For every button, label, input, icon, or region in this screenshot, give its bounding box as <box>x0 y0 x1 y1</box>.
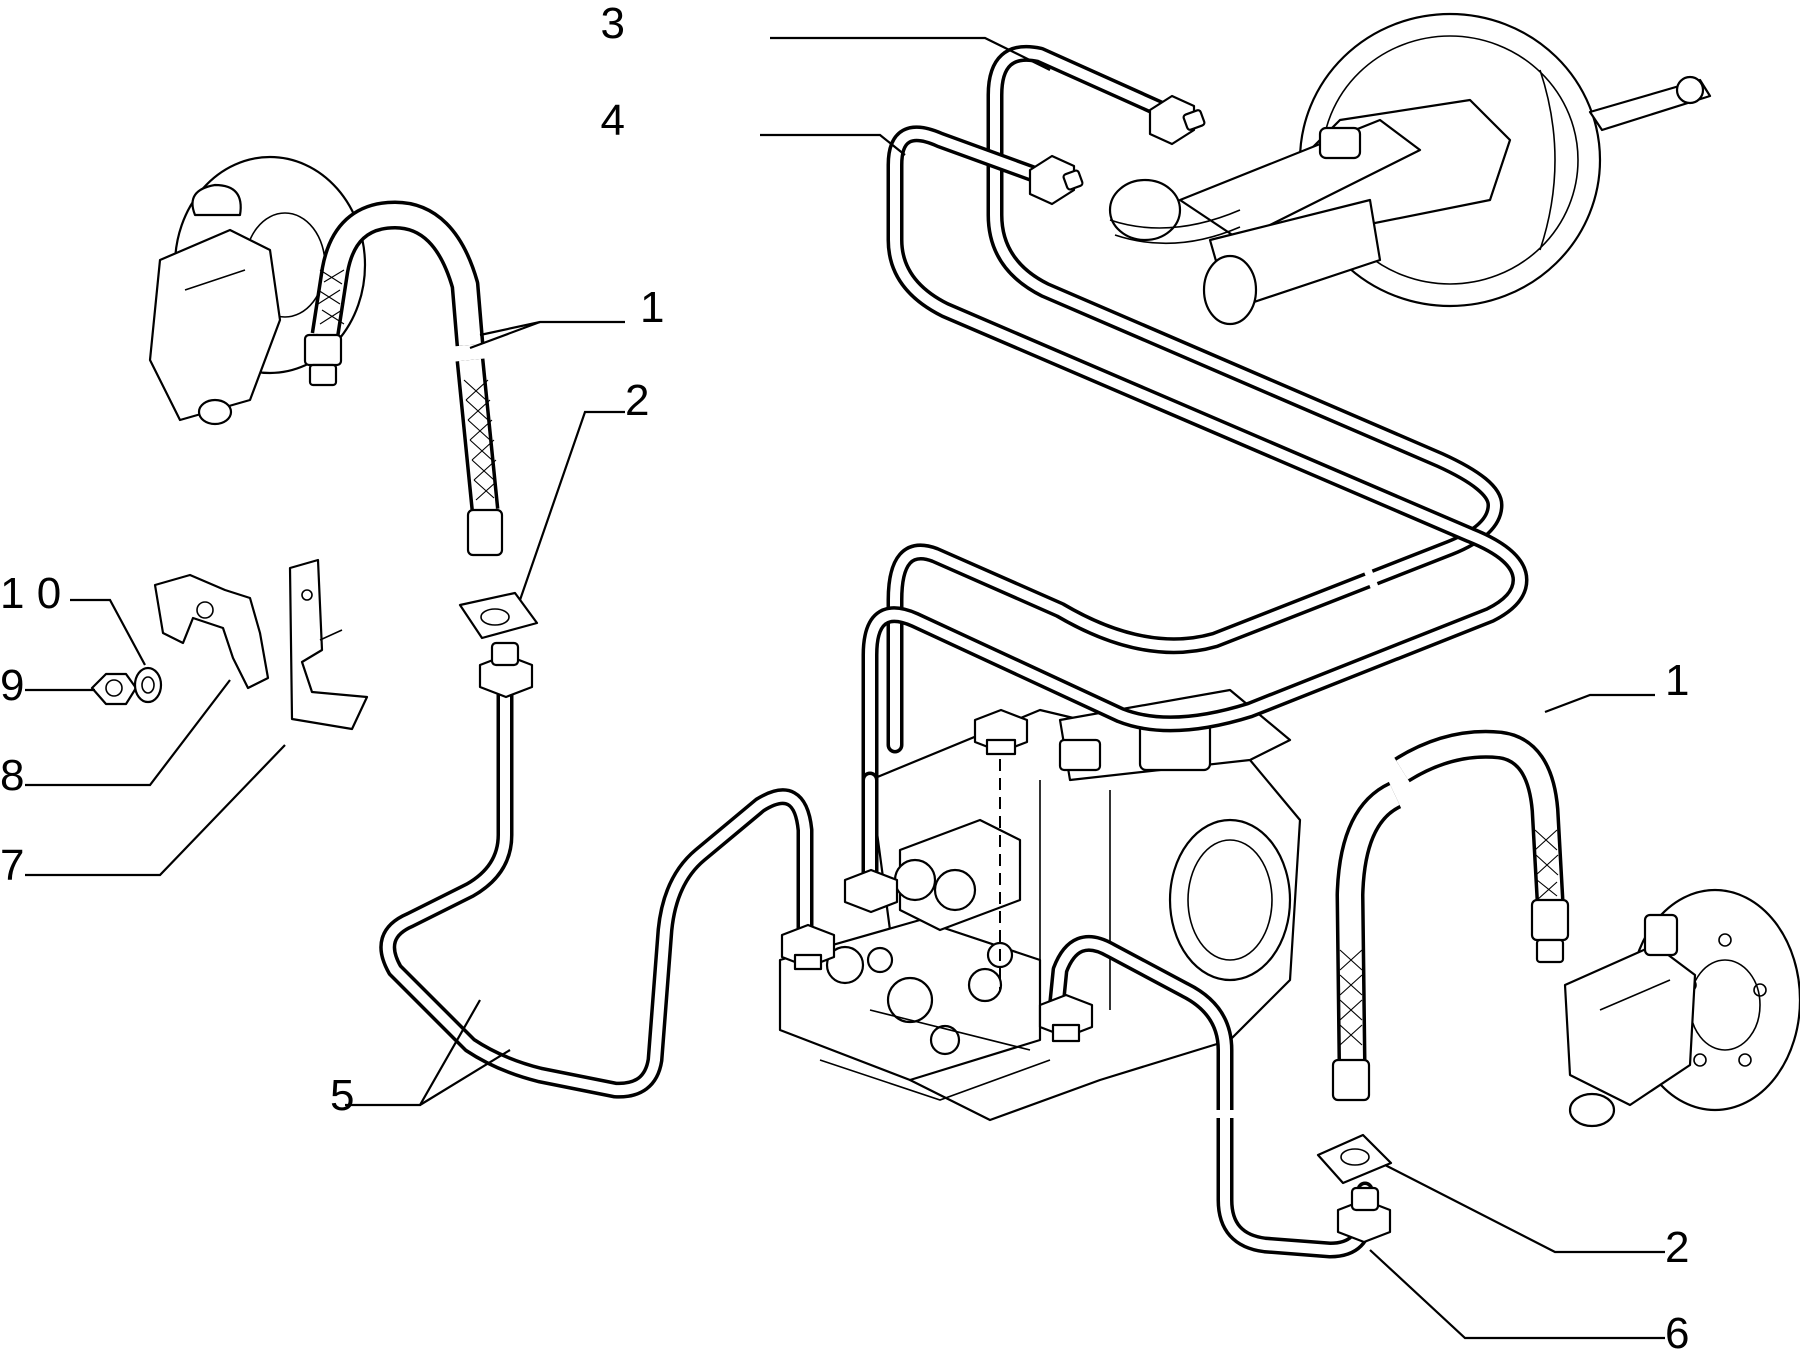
abs-hydraulic-unit <box>778 688 1302 1122</box>
washer-10 <box>133 666 163 704</box>
callout-5: 5 <box>330 1071 354 1120</box>
brake-pipe-6 <box>1046 934 1374 1259</box>
hose-clip-right <box>1316 1133 1393 1185</box>
bracket-7 <box>288 558 369 731</box>
flexible-hose-right <box>1331 729 1570 1102</box>
callout-2-bottom: 2 <box>1665 1223 1689 1272</box>
hose-clip-left <box>458 591 539 640</box>
pipe-fittings <box>478 94 1392 1244</box>
callout-1-right: 1 <box>1665 656 1689 705</box>
brake-pipe-5 <box>379 671 814 1099</box>
bracket-8 <box>153 573 270 690</box>
callout-4: 4 <box>601 96 625 145</box>
callout-10: 1 0 <box>0 569 61 618</box>
callout-8: 8 <box>0 751 24 800</box>
nut-9 <box>90 672 138 706</box>
callout-3: 3 <box>601 0 625 48</box>
brake-pipe-3 <box>886 44 1504 754</box>
callout-2-top: 2 <box>625 376 649 425</box>
brake-booster-master-cylinder <box>1108 12 1712 326</box>
brake-pipe-4 <box>861 125 1529 889</box>
callout-1-top: 1 <box>640 283 664 332</box>
callout-7: 7 <box>0 841 24 890</box>
callout-9: 9 <box>0 661 24 710</box>
callout-6: 6 <box>1665 1309 1689 1354</box>
flexible-hose-left <box>303 200 504 557</box>
front-right-caliper-disc <box>1563 888 1800 1128</box>
leader-lines <box>25 36 1665 1340</box>
